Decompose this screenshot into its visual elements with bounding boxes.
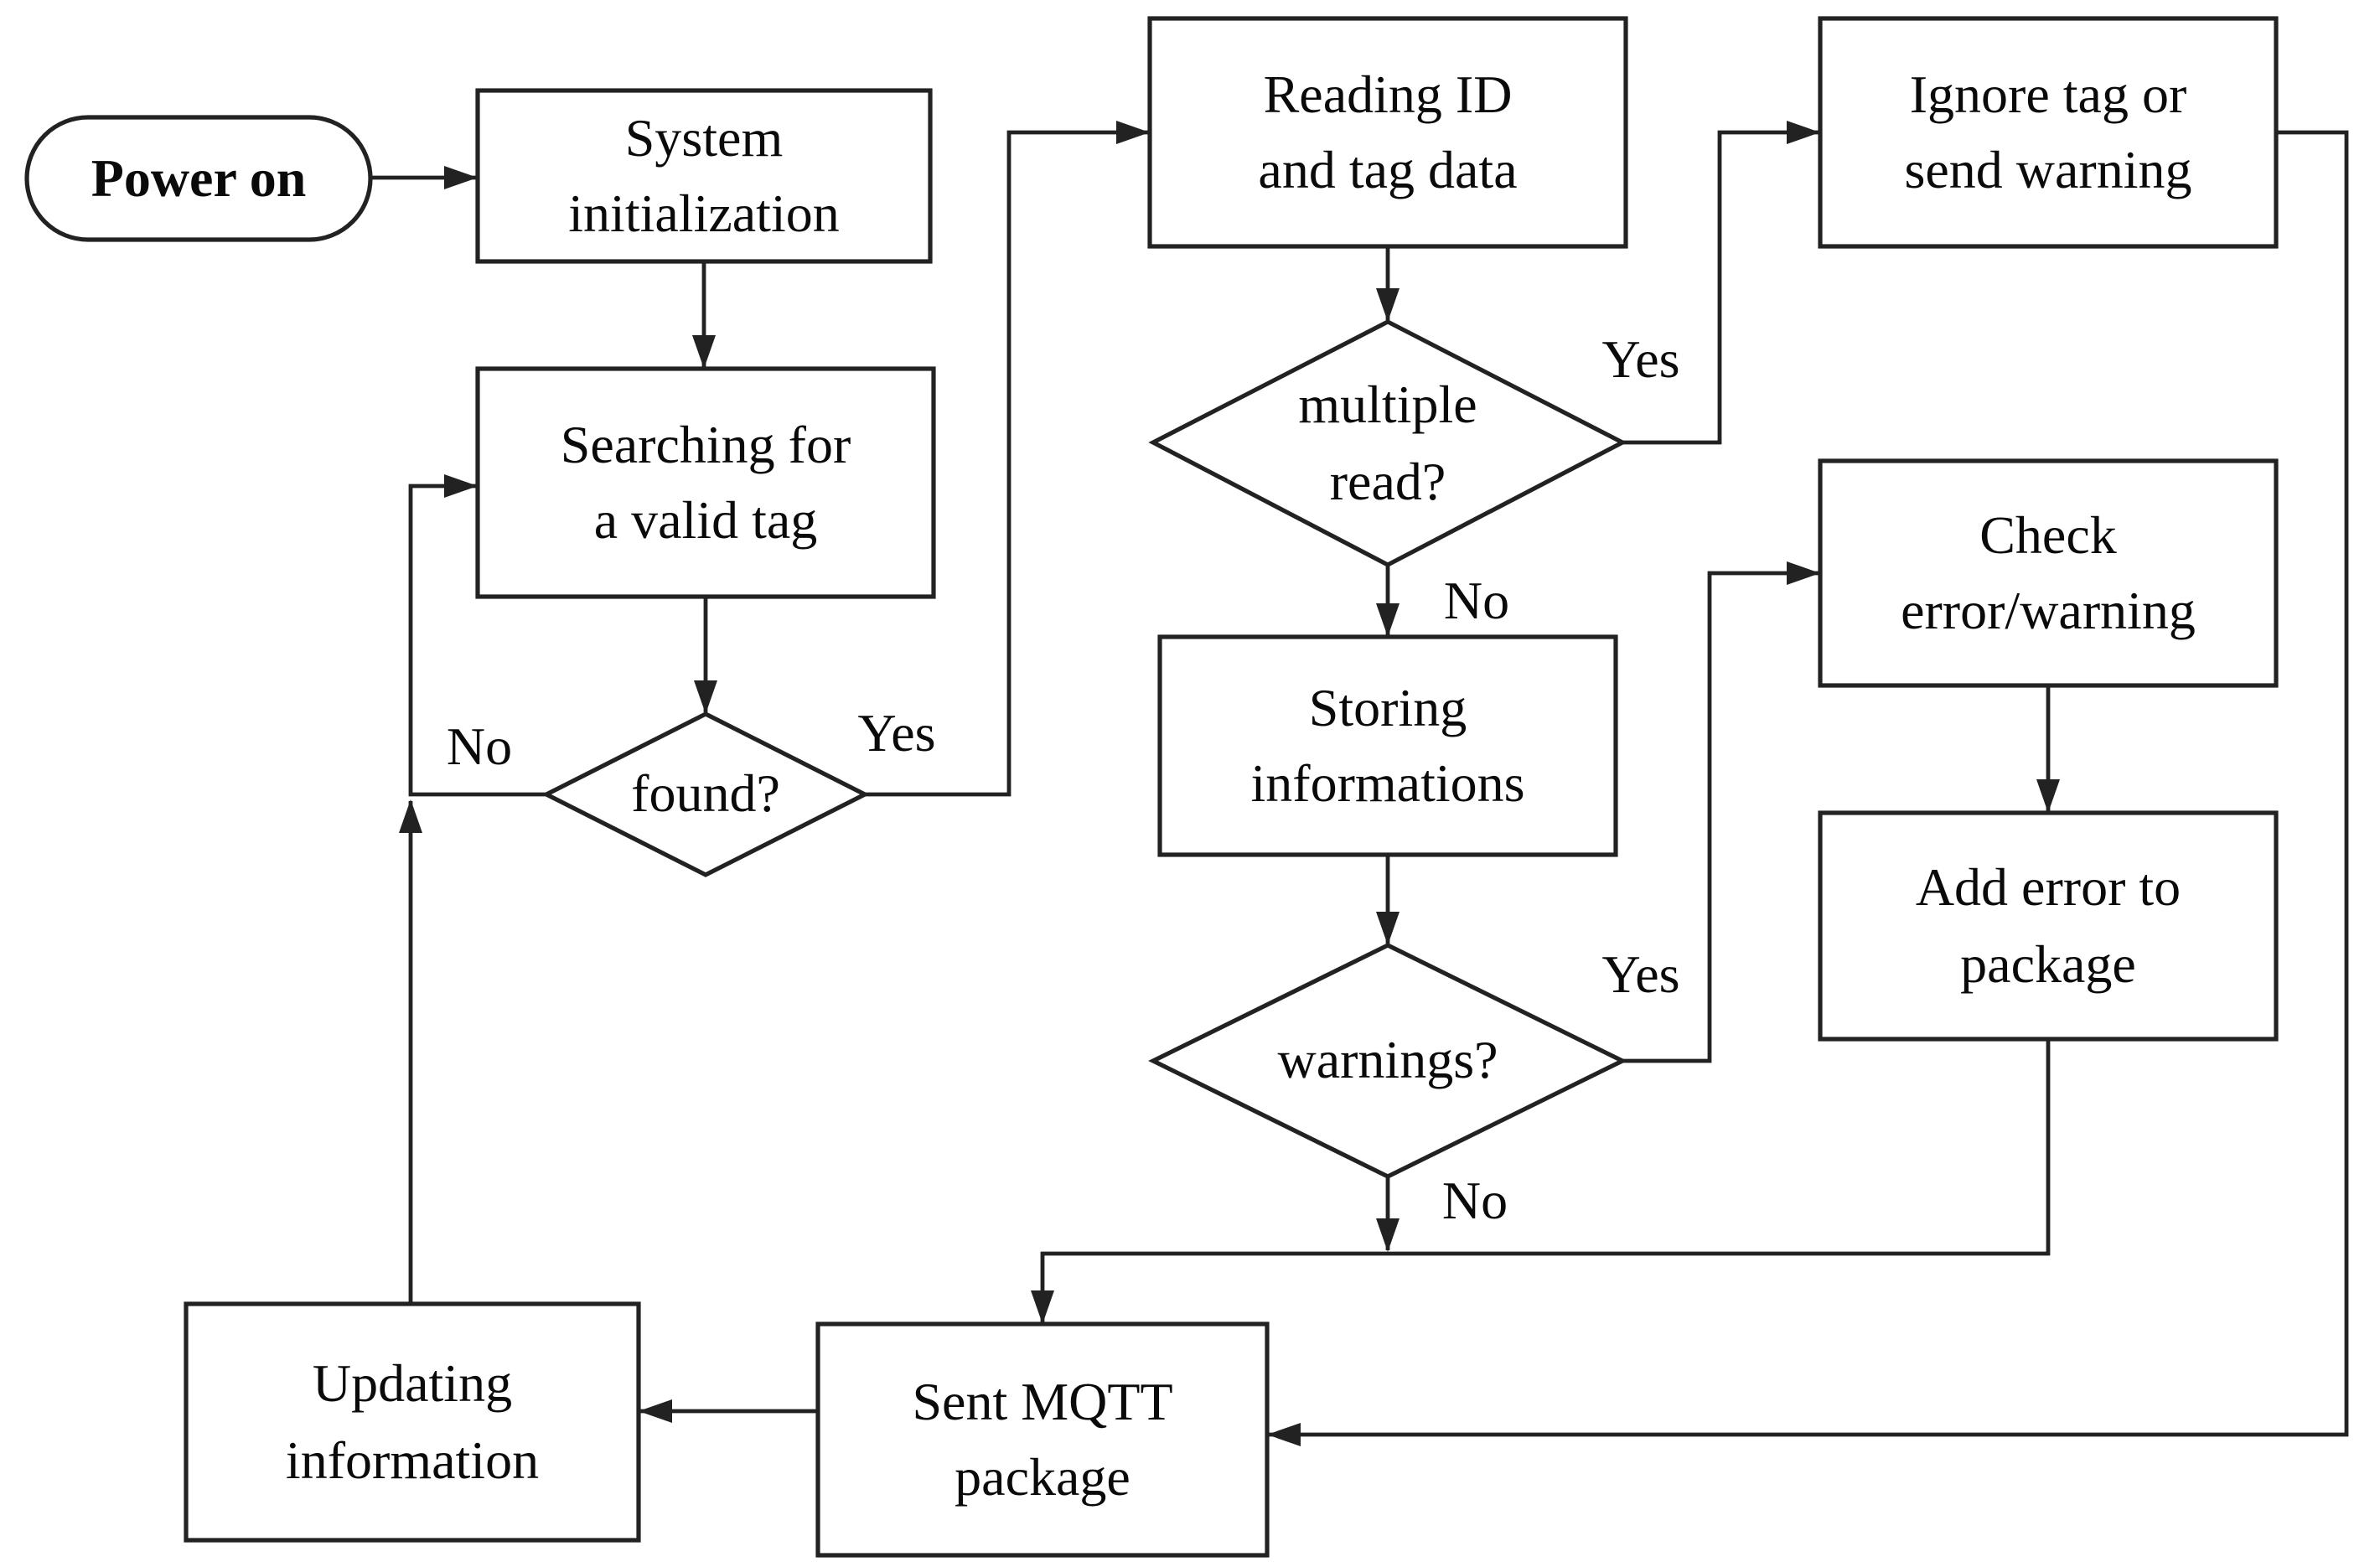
shape-check-error [1818, 458, 2279, 688]
shape-searching [475, 366, 936, 599]
shape-found-diamond [541, 711, 870, 877]
edge-warnings-yes-to-checkerror [1622, 561, 1820, 1063]
edge-ignoretag-to-sentmqtt [1267, 130, 2349, 1446]
shape-multiple-read-diamond [1148, 319, 1627, 567]
edge-multipleread-yes-to-ignoretag [1622, 121, 1820, 445]
shape-power-on-terminator [24, 115, 373, 242]
connector-lines [370, 121, 2349, 1446]
shape-warnings-diamond [1148, 943, 1627, 1179]
shape-storing [1157, 634, 1618, 857]
shape-add-error [1818, 810, 2279, 1042]
shape-system-init [475, 88, 933, 264]
shape-sent-mqtt [815, 1321, 1270, 1558]
shape-updating [184, 1301, 641, 1543]
node-shapes [24, 16, 2279, 1558]
edge-found-no-to-searching [408, 474, 546, 797]
shape-reading-id [1147, 16, 1628, 249]
edge-adderror-to-sentmqtt [1031, 1039, 2051, 1324]
shape-ignore-tag [1818, 16, 2279, 249]
edge-found-yes-to-readingid [865, 121, 1150, 797]
